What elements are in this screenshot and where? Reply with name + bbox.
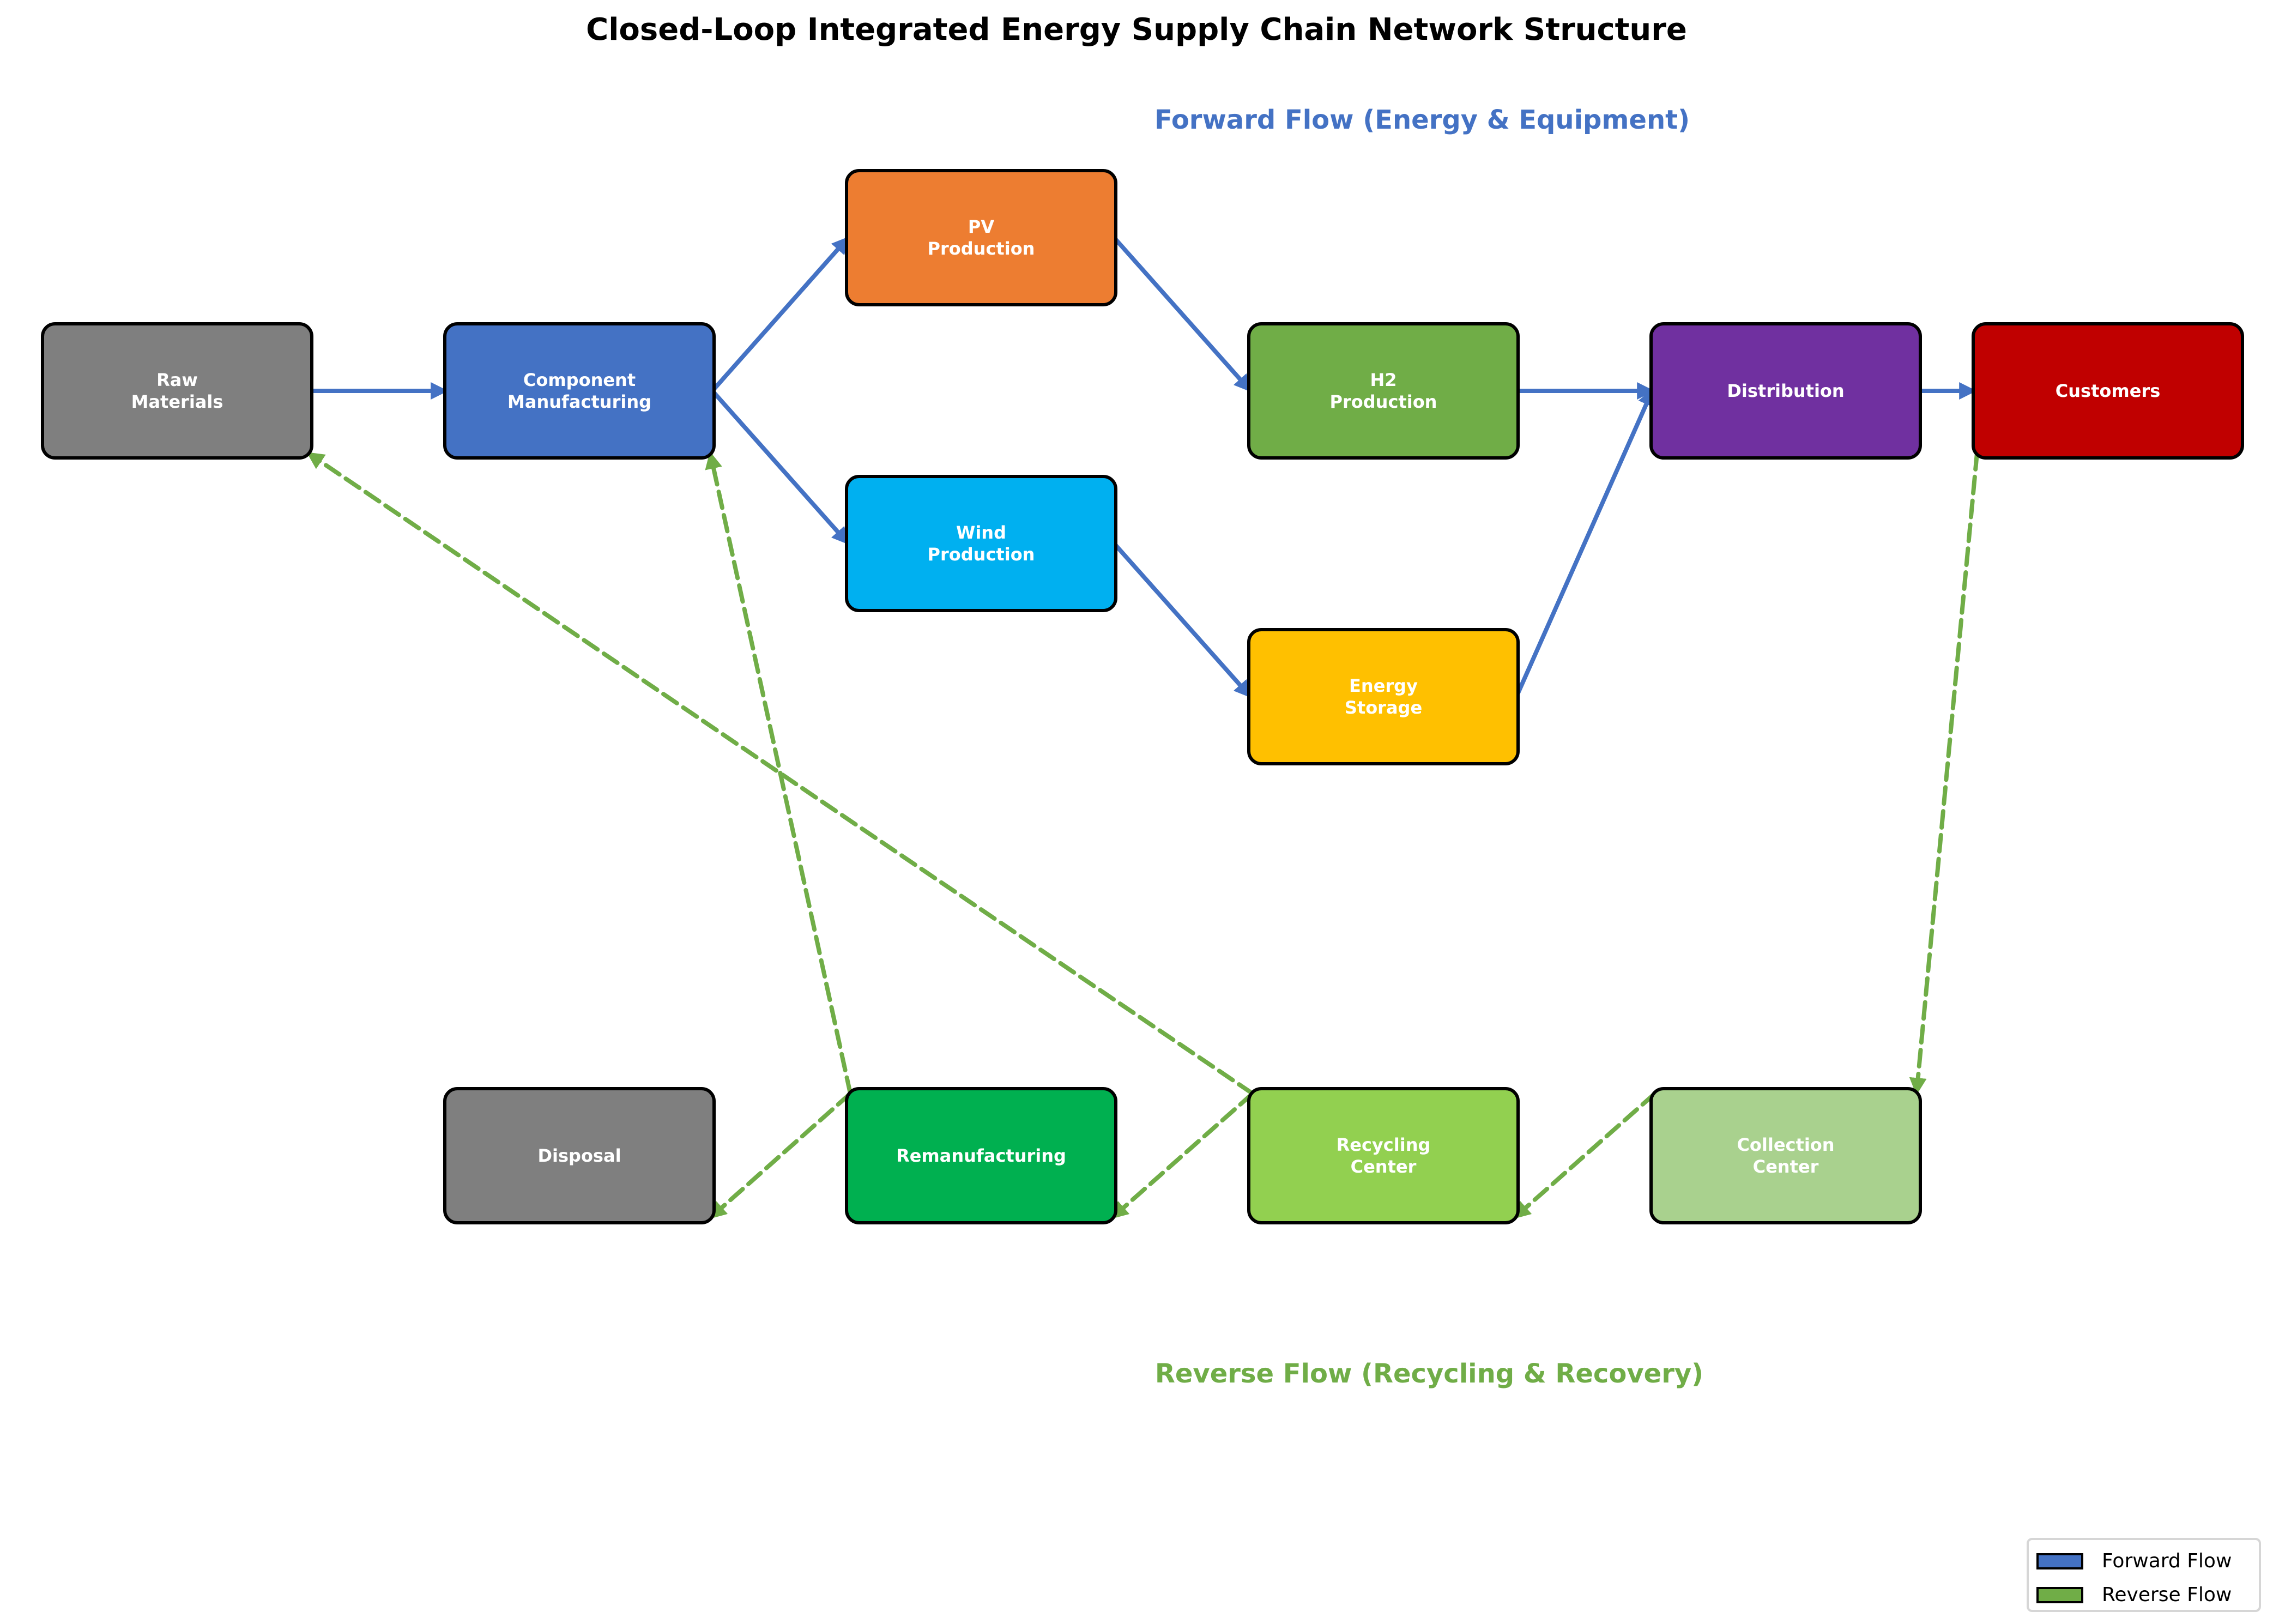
reverse-flow-label: Reverse Flow (Recycling & Recovery) — [1154, 1359, 1704, 1389]
node-energy-storage: Energy Storage — [1247, 628, 1520, 765]
edge-remanufacturing-to-disposal — [708, 1091, 853, 1220]
node-component-manufacturing: Component Manufacturing — [443, 322, 716, 460]
forward-flow-label: Forward Flow (Energy & Equipment) — [1154, 105, 1690, 135]
node-customers: Customers — [1972, 322, 2244, 460]
edge-component-manufacturing-to-wind-production — [710, 389, 850, 546]
forward-flow-swatch — [2036, 1553, 2083, 1569]
edge-recycling-center-to-raw-materials — [306, 451, 1255, 1096]
legend: Forward Flow Reverse Flow — [2027, 1538, 2261, 1612]
reverse-flow-swatch — [2036, 1586, 2083, 1603]
edge-recycling-center-to-remanufacturing — [1110, 1091, 1255, 1220]
node-label: H2 Production — [1329, 370, 1437, 412]
node-label: Disposal — [537, 1145, 621, 1166]
edge-energy-storage-to-distribution — [1514, 388, 1655, 699]
edge-component-manufacturing-to-pv-production — [710, 236, 850, 393]
node-collection-center: Collection Center — [1649, 1087, 1922, 1224]
node-label: Collection Center — [1737, 1134, 1835, 1177]
legend-label: Reverse Flow — [2102, 1584, 2232, 1606]
node-raw-materials: Raw Materials — [41, 322, 313, 460]
node-label: Recycling Center — [1336, 1134, 1431, 1177]
diagram-title: Closed-Loop Integrated Energy Supply Cha… — [586, 12, 1687, 47]
node-recycling-center: Recycling Center — [1247, 1087, 1520, 1224]
edge-customers-to-collection-center — [1909, 451, 1979, 1096]
node-remanufacturing: Remanufacturing — [845, 1087, 1117, 1224]
node-distribution: Distribution — [1649, 322, 1922, 460]
node-label: Wind Production — [927, 522, 1035, 565]
legend-label: Forward Flow — [2102, 1550, 2232, 1572]
node-label: Component Manufacturing — [507, 370, 651, 412]
node-h2-production: H2 Production — [1247, 322, 1520, 460]
node-label: Distribution — [1727, 381, 1845, 401]
edge-pv-production-to-h2-production — [1112, 236, 1253, 393]
node-label: Energy Storage — [1344, 675, 1423, 718]
node-label: PV Production — [927, 216, 1035, 259]
edge-wind-production-to-energy-storage — [1112, 541, 1253, 699]
node-wind-production: Wind Production — [845, 475, 1117, 612]
edge-remanufacturing-to-component-manufacturing — [705, 451, 853, 1096]
node-disposal: Disposal — [443, 1087, 716, 1224]
node-pv-production: PV Production — [845, 169, 1117, 306]
node-label: Customers — [2055, 381, 2161, 401]
node-label: Raw Materials — [131, 370, 223, 412]
edge-collection-center-to-recycling-center — [1512, 1091, 1657, 1220]
legend-item-reverse: Reverse Flow — [2036, 1584, 2232, 1606]
node-label: Remanufacturing — [896, 1145, 1066, 1166]
legend-item-forward: Forward Flow — [2036, 1550, 2232, 1572]
